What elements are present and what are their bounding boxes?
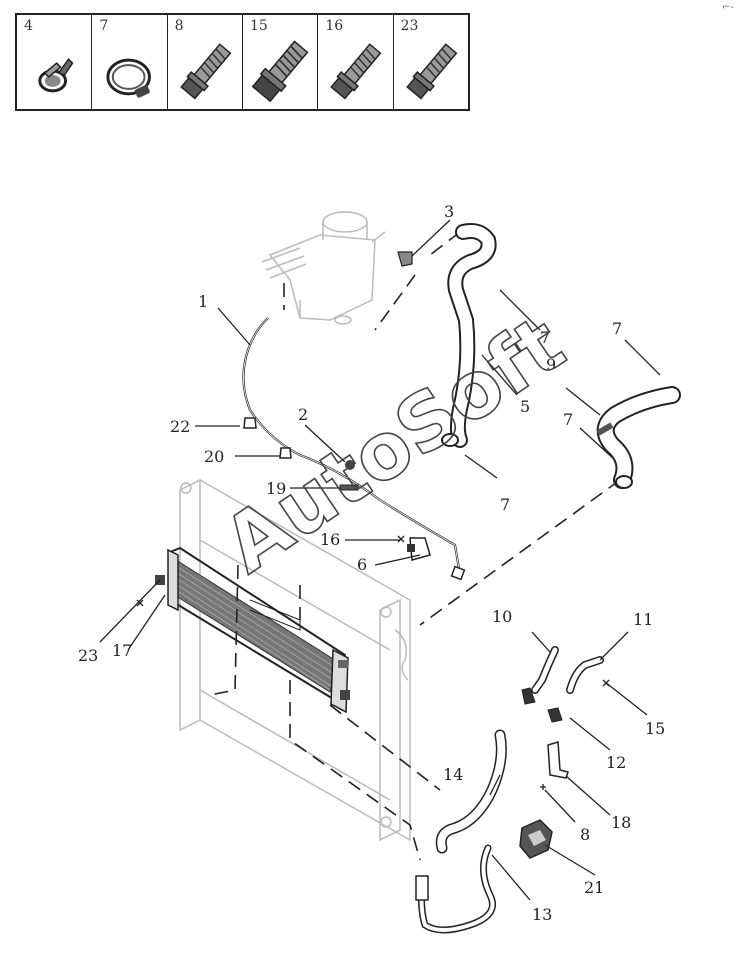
callout-6: 6 xyxy=(357,555,367,574)
callout-5: 5 xyxy=(520,397,530,416)
callout-20: 20 xyxy=(204,447,224,466)
coolant-reservoir xyxy=(261,211,386,325)
legend-number: 4 xyxy=(24,18,33,34)
callout-10: 10 xyxy=(492,607,512,626)
legend-cell-23: 23 xyxy=(394,15,468,109)
callout-18: 18 xyxy=(611,813,631,832)
callout-13: 13 xyxy=(532,905,552,924)
radiator-core xyxy=(155,546,350,714)
callout-8: 8 xyxy=(580,825,590,844)
callout-14: 14 xyxy=(443,765,463,784)
bolt-16-marker xyxy=(397,535,405,543)
bracket-18 xyxy=(547,741,569,779)
dashed-connections xyxy=(209,231,621,861)
leader-lines xyxy=(99,219,661,901)
callout-11: 11 xyxy=(633,610,653,629)
lower-radiator-hose xyxy=(596,386,681,489)
bolt-8-marker xyxy=(540,784,546,790)
callout-22: 22 xyxy=(170,417,190,436)
legend-cell-7: 7 xyxy=(92,15,168,109)
callout-21: 21 xyxy=(584,878,604,897)
callout-2: 2 xyxy=(298,405,308,424)
legend-number: 7 xyxy=(99,18,109,34)
callout-23: 23 xyxy=(78,646,98,665)
cap-22 xyxy=(243,417,257,429)
bolt-markers xyxy=(136,535,610,790)
callout-7c: 7 xyxy=(563,410,573,429)
callout-7b: 7 xyxy=(612,319,622,338)
callout-9: 9 xyxy=(546,355,556,374)
flange-bolt-icon xyxy=(405,43,458,100)
legend-cell-4: 4 xyxy=(17,15,93,109)
legend-number: 8 xyxy=(174,18,184,34)
callout-16: 16 xyxy=(320,530,340,549)
bolt-23-marker xyxy=(136,599,144,607)
callout-7a: 7 xyxy=(540,328,550,347)
callout-15: 15 xyxy=(645,719,665,738)
callout-3: 3 xyxy=(444,202,454,221)
hose-clamp-icon xyxy=(106,58,152,98)
bleed-screw xyxy=(345,460,355,470)
callout-7d: 7 xyxy=(500,495,510,514)
hose-fitting xyxy=(450,565,466,581)
callout-12: 12 xyxy=(606,753,626,772)
flange-bolt-icon xyxy=(330,43,382,100)
legend-number: 15 xyxy=(249,18,268,34)
heater-hoses xyxy=(415,729,507,934)
cap-20 xyxy=(279,447,292,459)
fastener-legend: 4 7 8 xyxy=(15,13,470,111)
bolt-15-marker xyxy=(602,679,610,687)
callout-17: 17 xyxy=(112,641,132,660)
radiator-support-frame xyxy=(179,478,411,842)
callout-1: 1 xyxy=(198,292,208,311)
upper-radiator-hose xyxy=(441,223,497,448)
bracket-6 xyxy=(409,537,431,561)
legend-cell-8: 8 xyxy=(168,15,243,109)
legend-cell-16: 16 xyxy=(318,15,394,109)
callout-19: 19 xyxy=(266,479,286,498)
legend-number: 23 xyxy=(400,18,419,34)
flange-bolt-large-icon xyxy=(251,40,309,103)
callout-labels: 1 2 3 5 6 7 7 7 7 8 9 10 11 12 13 14 15 … xyxy=(78,202,665,924)
legend-cell-15: 15 xyxy=(243,15,319,109)
flange-bolt-icon xyxy=(179,43,232,100)
spring-clamp-icon xyxy=(38,57,74,93)
clip-3 xyxy=(397,251,413,267)
corner-mark: ⌐- xyxy=(722,2,734,13)
hose-clamp-icon xyxy=(441,433,459,447)
pipes-10-11 xyxy=(521,646,604,723)
legend-number: 16 xyxy=(325,18,344,34)
watermark: AutoSoft xyxy=(208,299,580,590)
